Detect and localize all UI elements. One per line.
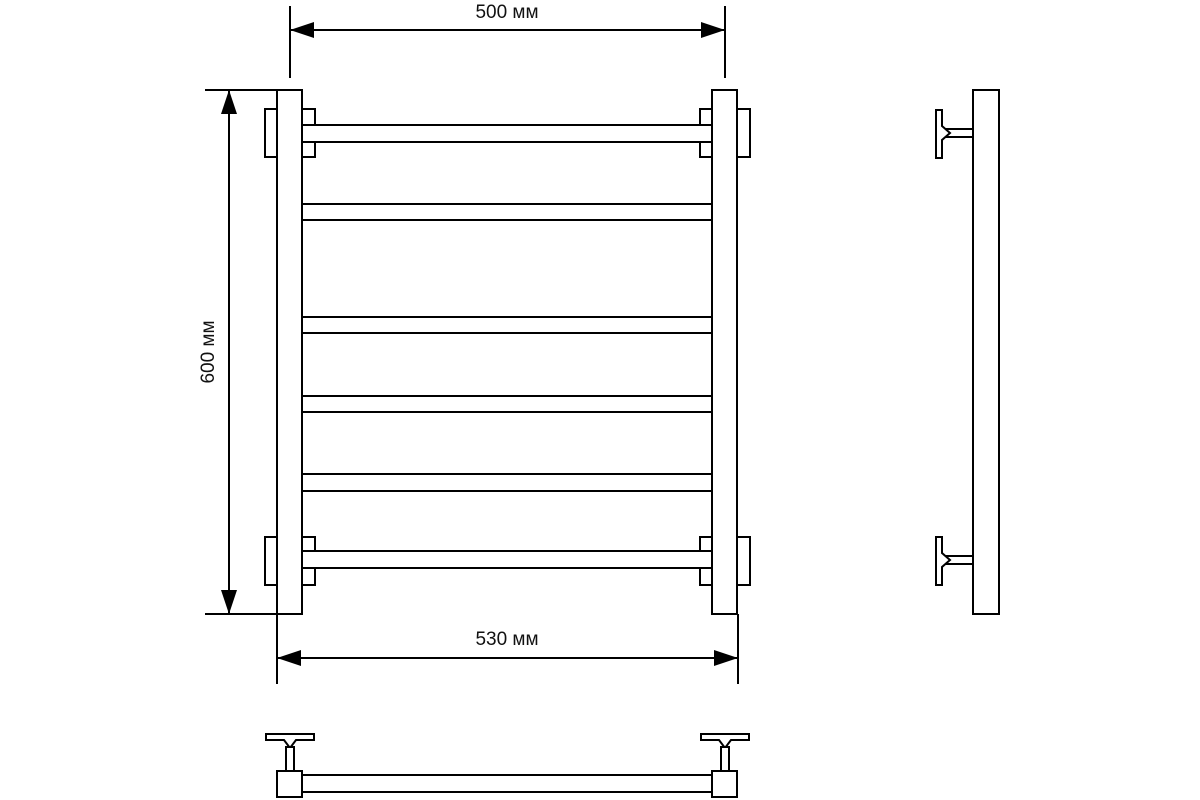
- side-mount-top: [935, 109, 974, 159]
- bottom-mount-right: [700, 733, 750, 772]
- end-block-left: [276, 770, 303, 798]
- rung-2: [299, 203, 714, 221]
- side-view: [935, 89, 1000, 615]
- post-left: [276, 89, 303, 615]
- mount-stem: [285, 746, 295, 772]
- rung-4: [299, 395, 714, 413]
- mount-flange: [935, 109, 952, 159]
- bottom-view: [265, 733, 750, 798]
- dimension-label-530: 530 мм: [475, 629, 538, 650]
- end-block-right: [711, 770, 738, 798]
- bottom-rail: [299, 774, 714, 793]
- mount-flange: [700, 733, 750, 750]
- dimension-label-500: 500 мм: [475, 2, 538, 23]
- side-mount-bottom: [935, 536, 974, 586]
- dimension-label-600: 600 мм: [198, 320, 219, 383]
- dimension-top-500: 500 мм: [289, 2, 726, 78]
- bottom-mount-left: [265, 733, 315, 772]
- mount-stem: [720, 746, 730, 772]
- front-view: [264, 89, 751, 615]
- rung-6: [299, 550, 714, 569]
- dimension-bottom-530: 530 мм: [276, 614, 739, 684]
- post-right: [711, 89, 738, 615]
- mount-flange: [935, 536, 952, 586]
- rung-5: [299, 473, 714, 492]
- mount-flange: [265, 733, 315, 750]
- rung-3: [299, 316, 714, 334]
- rung-1: [299, 124, 714, 143]
- dimension-left-600: 600 мм: [198, 89, 276, 615]
- side-post: [972, 89, 1000, 615]
